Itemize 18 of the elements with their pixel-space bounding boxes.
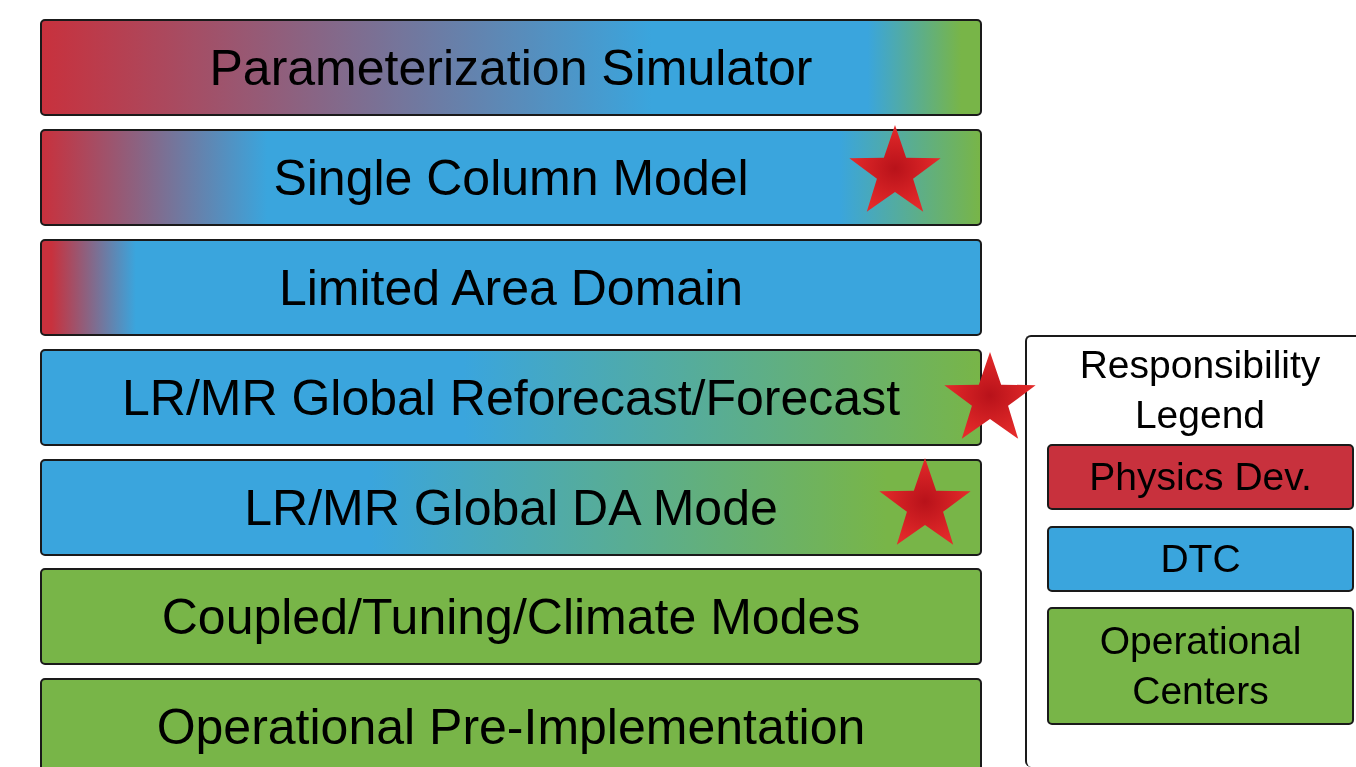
bar-label: Coupled/Tuning/Climate Modes (161, 587, 861, 646)
bar-label: Single Column Model (273, 148, 749, 207)
legend-label: DTC (1160, 536, 1241, 582)
bar-label: Parameterization Simulator (209, 38, 813, 97)
bar-label: Operational Pre-Implementation (156, 697, 866, 756)
layer-bar (40, 239, 982, 336)
legend-title: Responsibility Legend (1078, 342, 1322, 438)
layer-bar (40, 19, 982, 116)
layer-bar (40, 129, 982, 226)
bar-label: LR/MR Global Reforecast/Forecast (121, 368, 901, 427)
layer-bar (40, 349, 982, 446)
layer-bar (40, 678, 982, 767)
bar-label: LR/MR Global DA Mode (244, 478, 778, 537)
legend-label: Physics Dev. (1089, 454, 1312, 500)
layer-bar (40, 459, 982, 556)
legend-label: Operational Centers (1098, 618, 1303, 714)
bar-label: Limited Area Domain (278, 258, 744, 317)
layer-bar (40, 568, 982, 665)
